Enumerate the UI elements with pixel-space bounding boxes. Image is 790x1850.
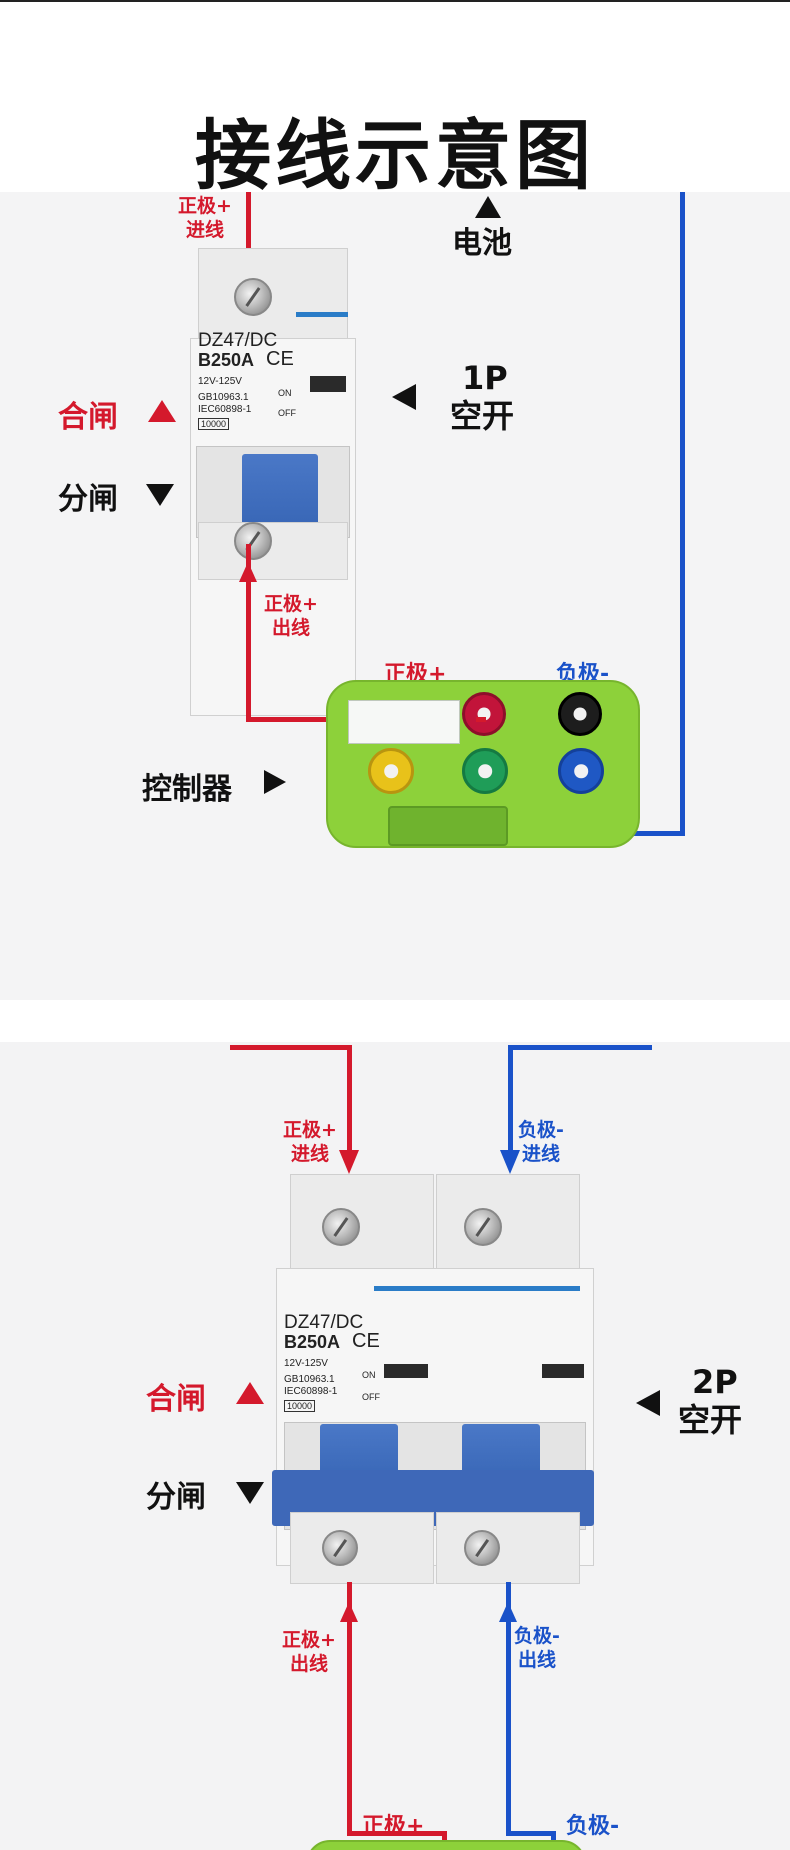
negative-wire-vertical (680, 192, 685, 836)
p2-controller-body-edge (306, 1840, 586, 1850)
ctrl-blue-terminal-icon[interactable] (558, 748, 604, 794)
controller-sticker (348, 700, 460, 744)
p2-breaker-std1-text: GB10963.1 (284, 1374, 335, 1385)
p2-negative-out-wire-vertical (506, 1582, 511, 1836)
breaker-voltage-text: 12V-125V (198, 376, 242, 387)
p2-positive-out-arrow-icon (340, 1602, 358, 1622)
type-2p-label-line2: 空开 (678, 1401, 743, 1439)
breaker-off-text: OFF (278, 408, 296, 418)
p2-breaker-bottom-terminal-left (290, 1512, 434, 1584)
p2-positive-in-wire-horizontal (230, 1045, 352, 1050)
battery-arrow-icon (475, 196, 501, 218)
ctrl-yellow-terminal-icon[interactable] (368, 748, 414, 794)
p2-bottom-screw-left-icon (322, 1530, 358, 1566)
p2-negative-out-wire-horizontal (506, 1831, 556, 1836)
p2-breaker-on-text: ON (362, 1370, 376, 1380)
breaker-blue-stripe (296, 312, 348, 317)
controller-signal-connector (388, 806, 508, 846)
p2-close-arrow-icon (236, 1382, 264, 1404)
p2-breaker-std2-text: IEC60898-1 (284, 1386, 338, 1397)
p2-positive-in-arrow-icon (339, 1150, 359, 1174)
p2-breaker-indicator-right (542, 1364, 584, 1378)
p2-positive-in-label: 正极+ 进线 (283, 1119, 337, 1165)
positive-in-label: 正极+ 进线 (178, 195, 232, 241)
p2-breaker-blue-stripe (374, 1286, 580, 1291)
close-label: 合闸 (58, 400, 118, 435)
p2-positive-out-wire-vertical (347, 1582, 352, 1836)
p2-top-screw-left-icon (322, 1208, 360, 1246)
p2-negative-in-wire-horizontal (508, 1045, 652, 1050)
breaker-std1-text: GB10963.1 (198, 392, 249, 403)
p2-negative-in-wire-vertical (508, 1045, 513, 1163)
positive-out-wire-vertical (246, 544, 251, 722)
type-1p-arrow-icon (392, 384, 416, 410)
ctrl-green-terminal-icon[interactable] (462, 748, 508, 794)
p2-top-screw-right-icon (464, 1208, 502, 1246)
type-1p-label-line1: 1P (462, 359, 508, 397)
p2-breaker-top-terminal-right (436, 1174, 580, 1282)
p2-breaker-rating-text: B250A (284, 1332, 341, 1352)
breaker-bottom-terminal-block (198, 522, 348, 580)
p2-positive-in-wire-vertical (347, 1045, 352, 1163)
p2-breaker-top-terminal-left (290, 1174, 434, 1282)
title-band: 接线示意图 (0, 0, 790, 200)
panel-separator (0, 1000, 790, 1042)
p2-positive-out-label: 正极+ 出线 (282, 1629, 336, 1675)
ctrl-red-terminal-icon[interactable] (462, 692, 506, 736)
positive-in-wire (246, 192, 251, 256)
open-label: 分闸 (58, 482, 118, 517)
controller-arrow-icon (264, 770, 286, 794)
p2-breaker-voltage-text: 12V-125V (284, 1358, 328, 1369)
p2-breaker-model-text: DZ47/DC (284, 1312, 364, 1333)
p2-open-arrow-icon (236, 1482, 264, 1504)
bottom-terminal-screw-icon (234, 522, 272, 560)
page-title: 接线示意图 (195, 111, 595, 200)
p2-ctrl-positive-label: 正极+ (362, 1814, 425, 1839)
type-2p-arrow-icon (636, 1390, 660, 1416)
positive-out-label: 正极+ 出线 (264, 593, 318, 639)
p2-ctrl-negative-label: 负极- (566, 1814, 620, 1839)
p2-negative-in-label: 负极- 进线 (518, 1119, 564, 1165)
breaker-on-text: ON (278, 388, 292, 398)
p2-breaker-off-text: OFF (362, 1392, 380, 1402)
p2-negative-out-label: 负极- 出线 (514, 1625, 560, 1671)
p2-close-label: 合闸 (146, 1382, 206, 1417)
positive-out-arrow-icon (239, 562, 257, 582)
close-arrow-icon (148, 400, 176, 422)
breaker-std2-text: IEC60898-1 (198, 404, 252, 415)
p2-breaker-bottom-terminal-right (436, 1512, 580, 1584)
p2-negative-out-arrow-icon (499, 1602, 517, 1622)
p2-open-label: 分闸 (146, 1480, 206, 1515)
top-terminal-screw-icon (234, 278, 272, 316)
open-arrow-icon (146, 484, 174, 506)
positive-wire-to-terminal (476, 717, 486, 722)
panel-1p-breaker: 正极+ 进线 电池 DZ47/DC B250A CE 12V-125V GB10… (0, 192, 790, 1000)
breaker-model-text: DZ47/DC (198, 330, 278, 351)
battery-label: 电池 (452, 226, 512, 261)
breaker-rating-text: B250A (198, 350, 255, 370)
p2-breaker-indicator-left (384, 1364, 428, 1378)
breaker-ce-mark: CE (266, 348, 294, 370)
type-2p-label-line1: 2P (692, 1363, 738, 1401)
p2-breaker-ce-mark: CE (352, 1330, 380, 1352)
p2-positive-out-wire-horizontal (347, 1831, 447, 1836)
type-1p-label-line2: 空开 (450, 397, 515, 435)
p2-negative-in-arrow-icon (500, 1150, 520, 1174)
breaker-capacity-text: 10000 (198, 418, 230, 430)
p2-bottom-screw-right-icon (464, 1530, 500, 1566)
panel-2p-breaker: 正极+ 进线 负极- 进线 DZ47/DC B250A CE 12V-125V … (0, 1042, 790, 1850)
controller-label: 控制器 (142, 772, 232, 807)
breaker-indicator-window (310, 376, 346, 392)
ctrl-black-terminal-icon[interactable] (558, 692, 602, 736)
p2-breaker-capacity-text: 10000 (284, 1400, 316, 1412)
